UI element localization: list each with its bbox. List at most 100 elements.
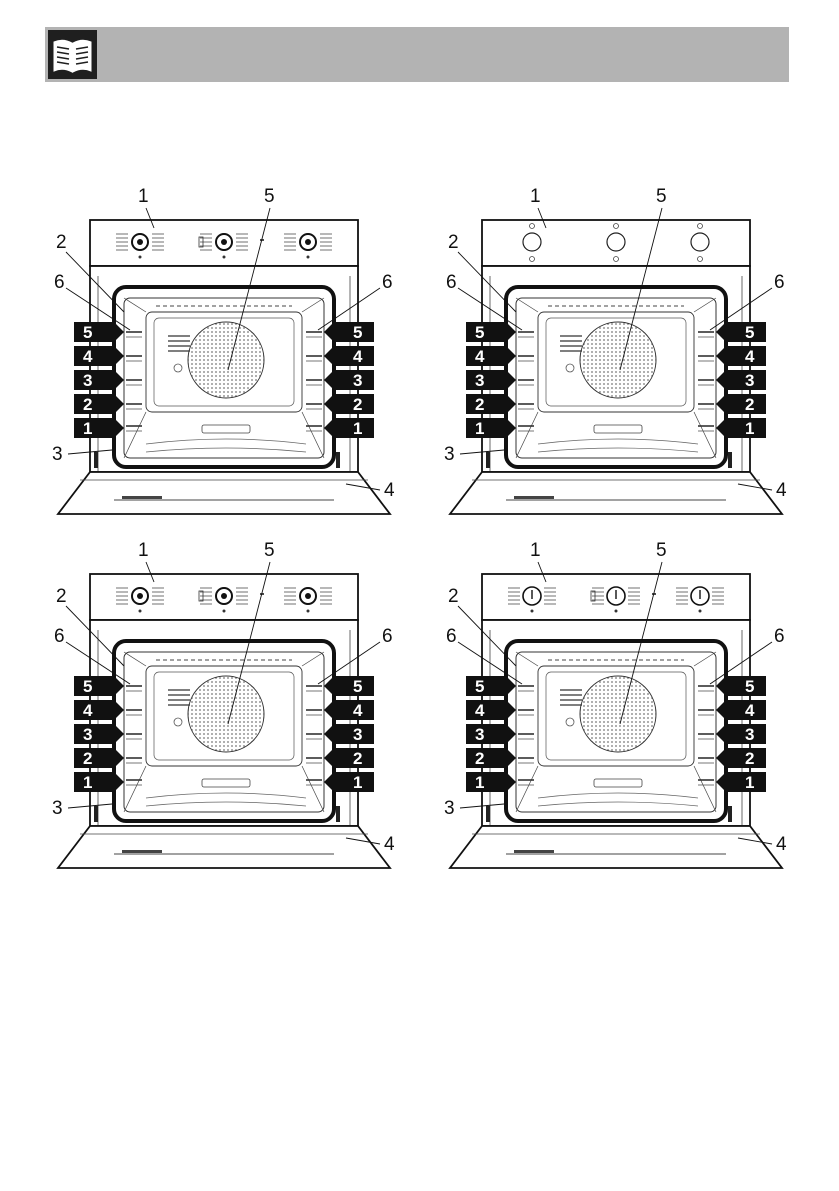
callout-number: 1 <box>138 540 149 561</box>
shelf-level-tag-right-3 <box>716 370 766 390</box>
shelf-level-tag-left-4 <box>466 346 516 366</box>
shelf-level-label: 5 <box>83 677 92 696</box>
shelf-level-label: 2 <box>475 749 484 768</box>
callout-number: 6 <box>54 272 65 293</box>
callout-number: 6 <box>774 272 785 293</box>
shelf-level-tag-right-2 <box>716 748 766 768</box>
shelf-level-tag-right-4 <box>716 346 766 366</box>
oven-door <box>56 825 392 869</box>
shelf-level-label: 5 <box>353 677 362 696</box>
shelf-level-tag-left-5 <box>74 322 124 342</box>
shelf-level-tag-left-1 <box>466 418 516 438</box>
shelf-level-tag-right-4 <box>324 346 374 366</box>
shelf-level-label: 3 <box>83 371 92 390</box>
shelf-level-label: 3 <box>353 725 362 744</box>
callout-number: 3 <box>52 798 63 819</box>
shelf-level-label: 3 <box>475 725 484 744</box>
shelf-level-tag-left-5 <box>74 676 124 696</box>
callout-number: 5 <box>264 540 275 561</box>
fan-cover <box>579 675 657 753</box>
shelf-level-tag-left-3 <box>74 370 124 390</box>
shelf-level-tag-left-2 <box>74 748 124 768</box>
shelf-level-label: 2 <box>745 749 754 768</box>
shelf-level-label: 4 <box>745 701 755 720</box>
shelf-level-label: 1 <box>475 773 484 792</box>
shelf-level-tag-right-5 <box>716 676 766 696</box>
oven-door <box>448 471 784 515</box>
shelf-level-tag-left-4 <box>74 700 124 720</box>
shelf-level-tag-left-4 <box>466 700 516 720</box>
shelf-level-tag-left-3 <box>74 724 124 744</box>
callout-number: 4 <box>776 480 787 501</box>
callout-number: 6 <box>446 626 457 647</box>
shelf-level-tag-left-1 <box>466 772 516 792</box>
shelf-level-tag-right-1 <box>716 772 766 792</box>
callout-number: 5 <box>264 186 275 207</box>
shelf-level-tag-left-1 <box>74 772 124 792</box>
shelf-level-label: 1 <box>745 419 754 438</box>
callout-number: 2 <box>56 232 67 253</box>
shelf-level-label: 4 <box>353 347 363 366</box>
callout-number: 3 <box>444 798 455 819</box>
shelf-level-tag-right-4 <box>716 700 766 720</box>
callout-number: 1 <box>530 540 541 561</box>
callout-number: 4 <box>776 834 787 855</box>
open-book-icon <box>48 30 97 79</box>
shelf-level-tag-right-2 <box>324 394 374 414</box>
callout-number: 5 <box>656 540 667 561</box>
callout-number: 6 <box>382 272 393 293</box>
shelf-level-tag-left-3 <box>466 370 516 390</box>
callout-number: 5 <box>656 186 667 207</box>
callout-number: 2 <box>448 586 459 607</box>
callout-number: 2 <box>56 586 67 607</box>
section-header-bar <box>45 27 789 82</box>
shelf-level-tag-right-3 <box>716 724 766 744</box>
shelf-level-label: 4 <box>83 701 93 720</box>
shelf-level-label: 5 <box>475 677 484 696</box>
shelf-level-tag-right-1 <box>716 418 766 438</box>
callout-number: 3 <box>444 444 455 465</box>
callout-number: 6 <box>382 626 393 647</box>
shelf-level-tag-right-5 <box>716 322 766 342</box>
shelf-level-label: 1 <box>83 419 92 438</box>
fan-cover <box>187 321 265 399</box>
shelf-level-tag-left-4 <box>74 346 124 366</box>
shelf-level-label: 3 <box>745 371 754 390</box>
shelf-level-label: 5 <box>475 323 484 342</box>
callout-number: 4 <box>384 480 395 501</box>
shelf-level-label: 1 <box>353 419 362 438</box>
shelf-level-tag-right-5 <box>324 676 374 696</box>
shelf-level-tag-right-5 <box>324 322 374 342</box>
shelf-level-label: 5 <box>353 323 362 342</box>
fan-cover <box>187 675 265 753</box>
shelf-level-tag-right-1 <box>324 418 374 438</box>
fan-cover <box>579 321 657 399</box>
callout-number: 1 <box>138 186 149 207</box>
shelf-level-label: 3 <box>475 371 484 390</box>
shelf-level-label: 2 <box>83 395 92 414</box>
shelf-level-tag-right-2 <box>324 748 374 768</box>
shelf-level-tag-right-3 <box>324 370 374 390</box>
callout-number: 3 <box>52 444 63 465</box>
shelf-level-label: 4 <box>353 701 363 720</box>
callout-number: 4 <box>384 834 395 855</box>
shelf-level-label: 4 <box>83 347 93 366</box>
callout-number: 6 <box>446 272 457 293</box>
shelf-level-tag-left-2 <box>466 748 516 768</box>
shelf-level-tag-right-1 <box>324 772 374 792</box>
shelf-level-label: 3 <box>353 371 362 390</box>
oven-door <box>448 825 784 869</box>
shelf-level-tag-left-2 <box>74 394 124 414</box>
shelf-level-label: 1 <box>353 773 362 792</box>
shelf-level-label: 3 <box>745 725 754 744</box>
shelf-level-label: 2 <box>475 395 484 414</box>
shelf-level-label: 1 <box>83 773 92 792</box>
shelf-level-tag-left-5 <box>466 322 516 342</box>
callout-number: 2 <box>448 232 459 253</box>
shelf-level-label: 5 <box>745 323 754 342</box>
shelf-level-label: 3 <box>83 725 92 744</box>
